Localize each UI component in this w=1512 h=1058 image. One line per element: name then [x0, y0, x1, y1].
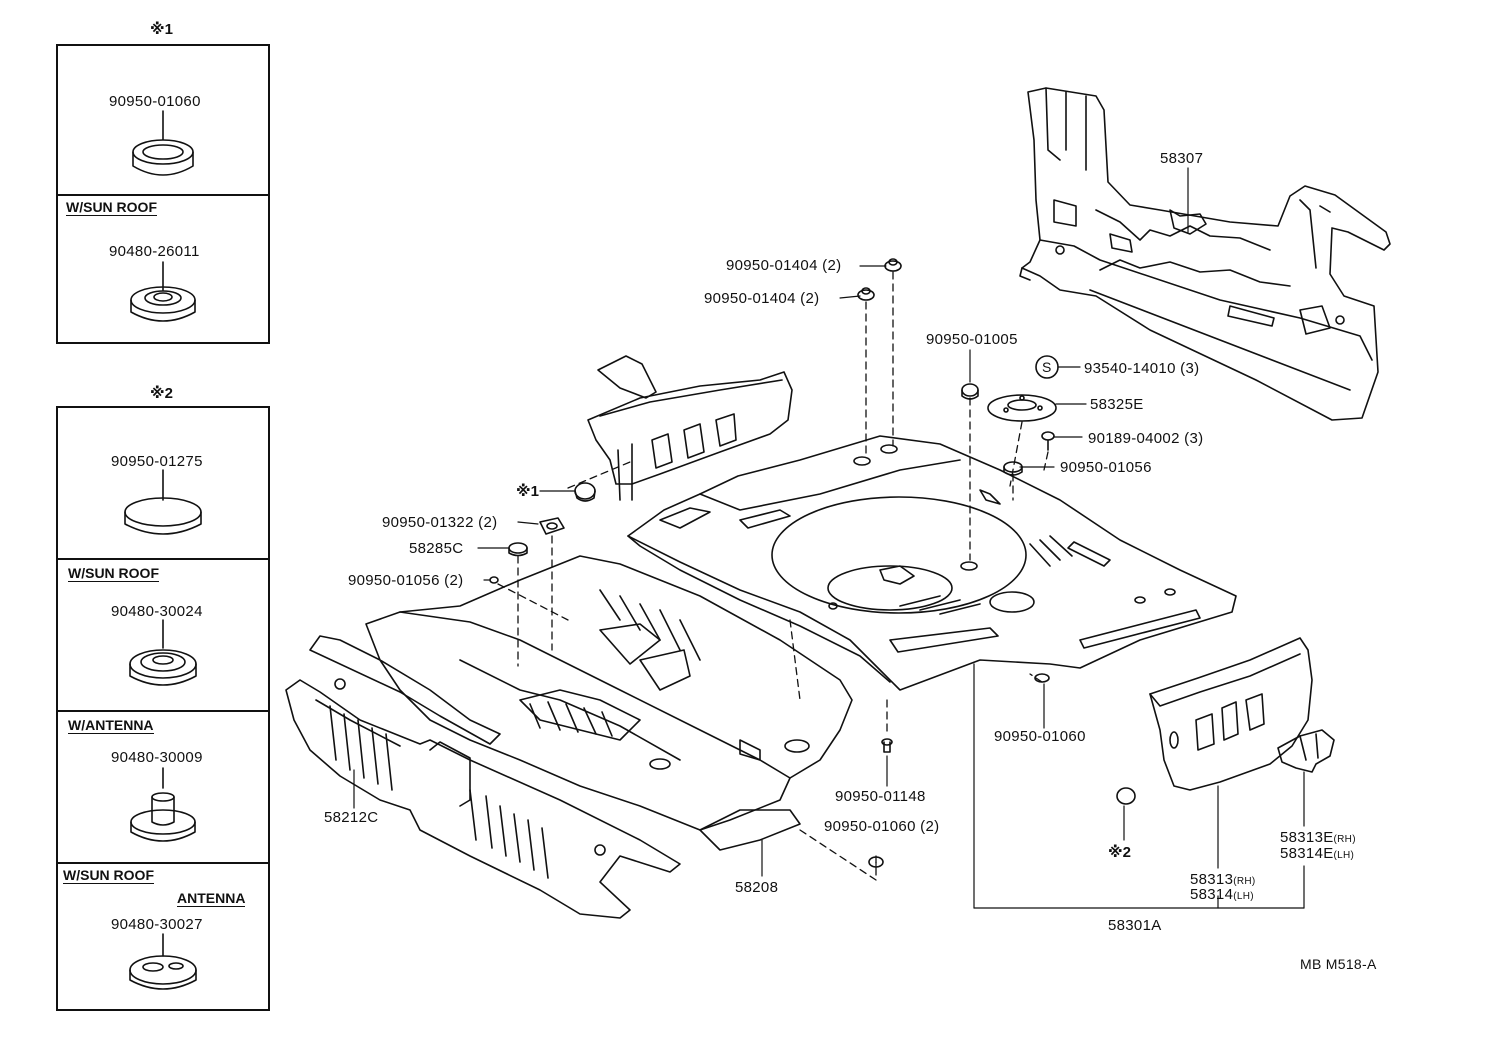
- legend-condition-sunroof: W/SUN ROOF: [63, 867, 154, 884]
- rear-body-panel-58307: [1019, 87, 1391, 421]
- callout-90950-01005: 90950-01005: [926, 331, 1018, 348]
- legend-box-mark1: [56, 44, 270, 344]
- legend-condition-sunroof: W/SUN ROOF: [66, 199, 157, 216]
- leader-lines: [353, 167, 1305, 909]
- callout-58313-side: (RH): [1233, 876, 1256, 887]
- callout-90189-04002: 90189-04002 (3): [1088, 430, 1204, 447]
- plug-icon-90950-01404-b: [857, 287, 875, 301]
- callout-mark2-ref: ※2: [1108, 844, 1131, 861]
- callout-90950-01056-a: 90950-01056 (2): [348, 572, 464, 589]
- callout-58314E-side: (LH): [1333, 850, 1355, 861]
- floor-side-member-58212C: [285, 635, 681, 919]
- rear-wheelhouse-panel-left: [587, 355, 793, 501]
- rear-floor-pan: [627, 435, 1237, 691]
- legend-part-90480-30009: 90480-30009: [111, 749, 203, 766]
- s-mark-label: S: [1042, 359, 1052, 375]
- callout-90950-01148: 90950-01148: [835, 788, 926, 805]
- legend-part-90480-26011: 90480-26011: [109, 243, 200, 260]
- legend-divider: [58, 710, 268, 712]
- callout-90950-01056-b: 90950-01056: [1060, 459, 1152, 476]
- clip-icon-90950-01148: [881, 738, 893, 753]
- legend-part-90950-01275: 90950-01275: [111, 453, 203, 470]
- plug-icon-58285C: [508, 542, 528, 557]
- callout-90950-01060-b: 90950-01060 (2): [824, 818, 940, 835]
- legend-part-90950-01060: 90950-01060: [109, 93, 201, 110]
- callout-58307: 58307: [1160, 150, 1204, 167]
- callout-mark1-ref: ※1: [516, 483, 539, 500]
- legend-condition-sunroof: W/SUN ROOF: [68, 565, 159, 582]
- callout-90950-01404-a: 90950-01404 (2): [726, 257, 842, 274]
- plug-icon-mark1: [574, 482, 596, 502]
- callout-58313E: 58313E(RH): [1280, 830, 1356, 845]
- callout-58212C: 58212C: [324, 809, 379, 826]
- grommet-icon-90950-01060: [132, 110, 194, 176]
- legend-part-90480-30024: 90480-30024: [111, 603, 203, 620]
- plate-icon-90950-01322: [539, 517, 565, 535]
- mount-plate-58325E: [987, 394, 1057, 422]
- bracket-58313E: [1277, 729, 1335, 773]
- plug-icon-90950-01404-a: [884, 258, 902, 272]
- grommet-icon-90480-30024: [129, 619, 197, 686]
- rear-wheelhouse-panel-58313: [1149, 637, 1313, 791]
- plug-icon-90950-01056-a: [489, 576, 499, 584]
- callout-58314: 58314(LH): [1190, 887, 1254, 902]
- callout-58313: 58313(RH): [1190, 872, 1256, 887]
- grommet-icon-90480-30027: [129, 933, 197, 990]
- front-floor-pan-58208: [365, 555, 853, 851]
- legend-divider: [58, 558, 268, 560]
- callout-58314E: 58314E(LH): [1280, 846, 1354, 861]
- legend-divider: [58, 194, 268, 196]
- legend-condition-antenna: ANTENNA: [177, 890, 246, 907]
- callout-58301A: 58301A: [1108, 917, 1162, 934]
- plug-icon-90950-01005: [961, 383, 979, 400]
- callout-90950-01404-b: 90950-01404 (2): [704, 290, 820, 307]
- callout-58314-number: 58314: [1190, 886, 1234, 903]
- callout-58208: 58208: [735, 879, 779, 896]
- legend-box-mark2: [56, 406, 270, 1011]
- callout-93540-14010: 93540-14010 (3): [1084, 360, 1200, 377]
- callout-58325E: 58325E: [1090, 396, 1144, 413]
- legend-title-mark2: ※2: [150, 385, 173, 402]
- callout-90950-01060-a: 90950-01060: [994, 728, 1086, 745]
- bolt-icon-90189-04002: [1041, 431, 1055, 451]
- legend-title-mark1: ※1: [150, 21, 173, 38]
- callout-58314-side: (LH): [1233, 891, 1254, 902]
- assembly-lines: [497, 271, 1049, 881]
- grommet-icon-90480-30009: [130, 767, 196, 842]
- legend-condition-antenna: W/ANTENNA: [68, 717, 154, 734]
- drawing-code: MB M518-A: [1300, 956, 1377, 972]
- grommet-icon-90950-01275: [124, 469, 202, 535]
- legend-part-90480-30027: 90480-30027: [111, 916, 203, 933]
- callout-58313E-side: (RH): [1333, 834, 1356, 845]
- grommet-icon-90480-26011: [130, 261, 196, 322]
- callout-58285C: 58285C: [409, 540, 464, 557]
- legend-divider: [58, 862, 268, 864]
- plug-icon-mark2: [1116, 787, 1136, 805]
- callout-58313E-number: 58313E: [1280, 829, 1334, 846]
- callout-90950-01322: 90950-01322 (2): [382, 514, 498, 531]
- callout-58313-number: 58313: [1190, 871, 1234, 888]
- callout-58314E-number: 58314E: [1280, 845, 1334, 862]
